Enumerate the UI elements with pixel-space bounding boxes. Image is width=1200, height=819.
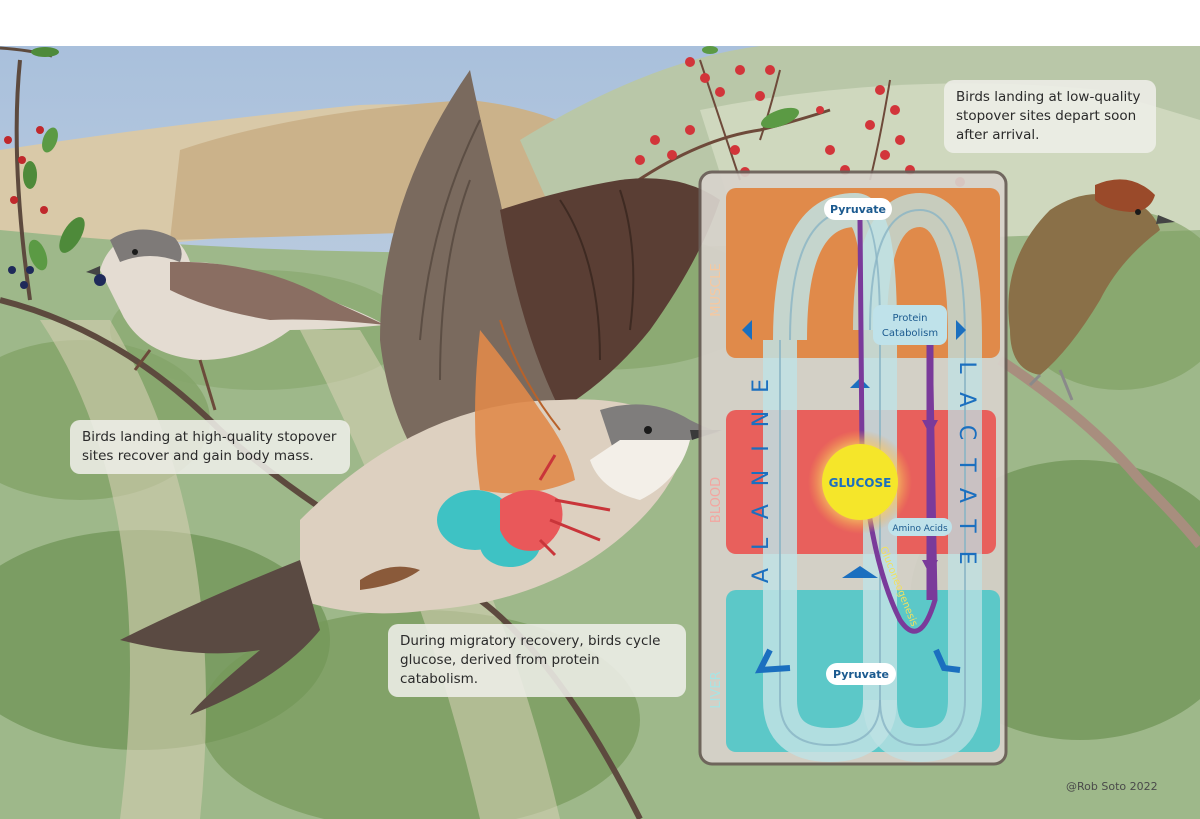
arrow-chevron (933, 648, 961, 673)
arrow-chevron (742, 320, 752, 340)
pyruvate-top-pill (824, 198, 892, 220)
glucose-circle (822, 444, 898, 520)
caption-low-quality-stopover: Birds landing at low-quality stopover si… (944, 80, 1156, 153)
protein-catabolism-box (873, 305, 947, 345)
liver-label: LIVER (709, 671, 724, 708)
caption-high-quality-stopover: Birds landing at high-quality stopover s… (70, 420, 350, 474)
protein-catabolism-label-1: Protein (892, 313, 927, 324)
glucose-cycle-diagram: GLUCOSE Pyruvate Pyruvate Protein Catabo… (698, 170, 1008, 766)
pyruvate-top-label: Pyruvate (830, 203, 886, 216)
lactate-label: LACTATE (954, 361, 979, 582)
pyruvate-bottom-pill (826, 663, 896, 685)
arrow-chevron (754, 648, 791, 674)
protein-catabolism-label-2: Catabolism (882, 328, 938, 339)
muscle-label: MUSCLE (709, 263, 724, 317)
glucose-label: GLUCOSE (829, 476, 892, 490)
pyruvate-bottom-label: Pyruvate (833, 668, 889, 681)
blood-label: BLOOD (709, 477, 724, 523)
arrow-chevron (842, 566, 878, 578)
perched-bird-right (1008, 179, 1175, 401)
artist-credit: @Rob Soto 2022 (1066, 780, 1158, 793)
alanine-label: ALANINE (749, 361, 774, 583)
caption-migratory-recovery: During migratory recovery, birds cycle g… (388, 624, 686, 697)
perched-bird-left (86, 229, 385, 411)
amino-acids-pill (888, 518, 952, 536)
flying-bird (120, 70, 722, 715)
right-branch (997, 355, 1200, 549)
amino-acids-label: Amino Acids (892, 524, 948, 534)
arrow-chevron (956, 320, 966, 340)
